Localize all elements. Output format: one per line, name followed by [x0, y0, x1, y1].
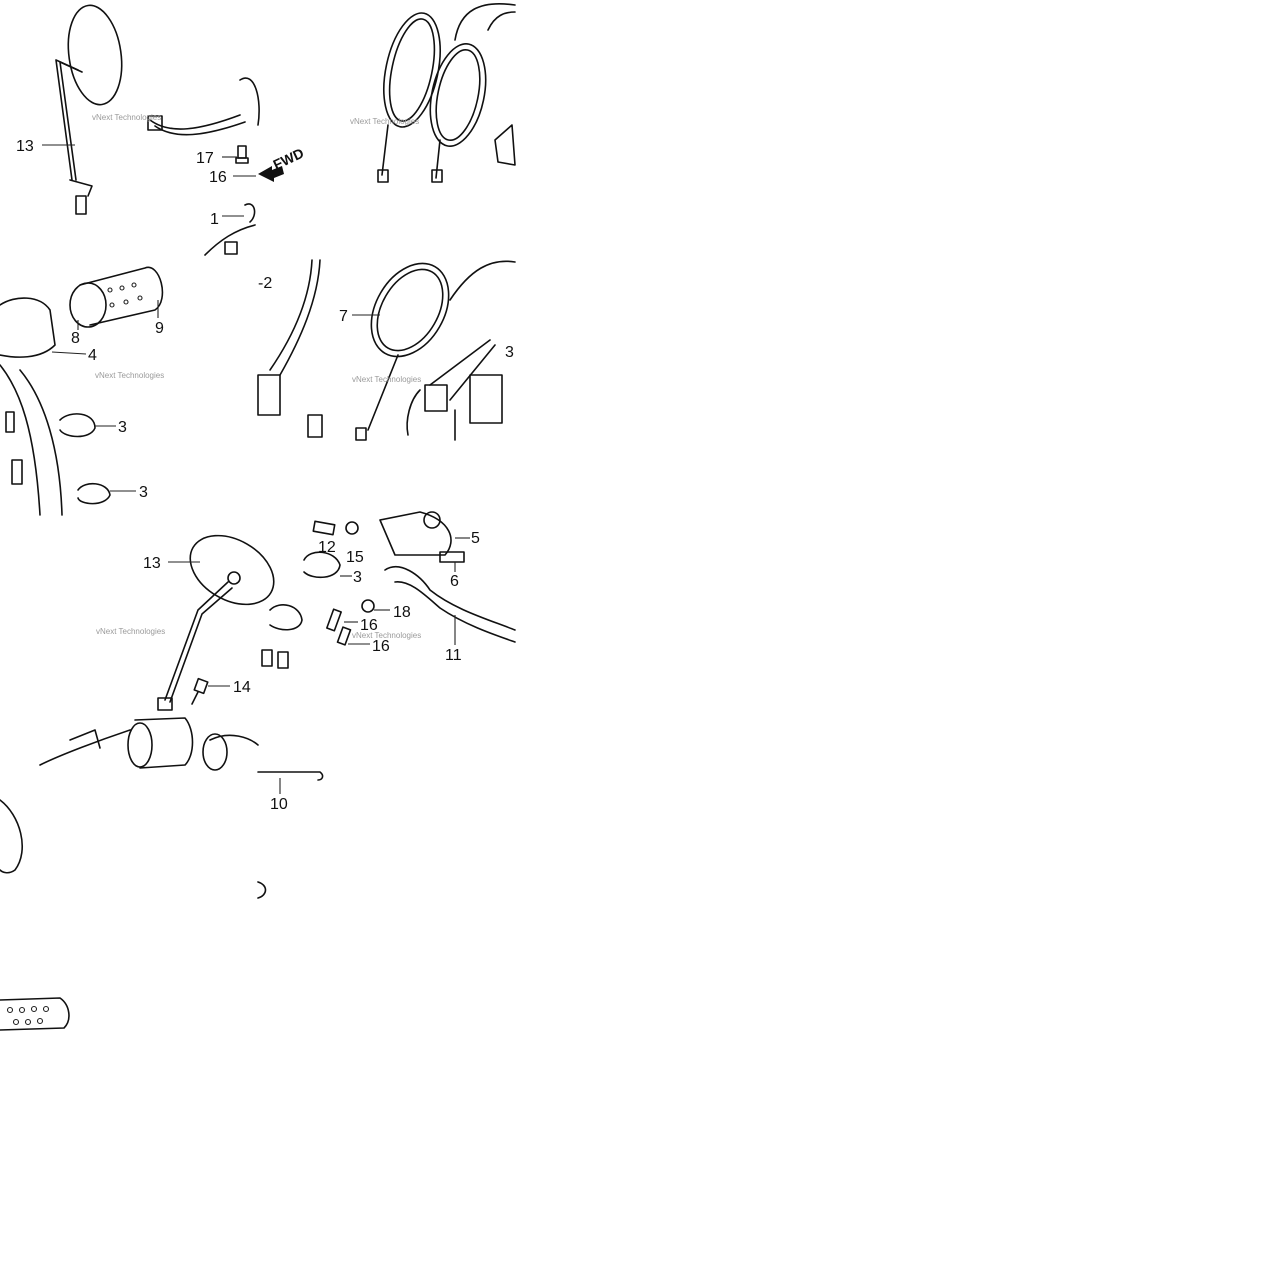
- throttle-grip: [69, 266, 164, 328]
- callout-leaders-tile3: [51, 300, 159, 492]
- callout-3: 3: [353, 569, 362, 586]
- watermark: vNext Technologies: [352, 375, 421, 384]
- callout-6: 6: [450, 573, 459, 590]
- callout-13: 13: [143, 555, 161, 572]
- bolt-14: [191, 677, 230, 705]
- callout-14: 14: [233, 679, 251, 696]
- callout-10: 10: [270, 796, 288, 813]
- mirror-assembly-left: [55, 4, 123, 215]
- screw-17: [235, 145, 249, 164]
- callout-16: 16: [209, 169, 227, 186]
- callout-17: 17: [196, 150, 214, 167]
- left-switch-and-grip: [39, 717, 259, 771]
- small-parts-12-15-18: [261, 520, 390, 669]
- callout-3: 3: [118, 419, 127, 436]
- callout-1: 1: [210, 211, 219, 228]
- callout-leaders-tile1: [42, 144, 256, 217]
- hook-fragment: [257, 881, 267, 899]
- callout-18: 18: [393, 604, 411, 621]
- clamps-3: [5, 411, 111, 505]
- watermark: vNext Technologies: [352, 631, 421, 640]
- watermark: vNext Technologies: [350, 117, 419, 126]
- callout-2: -2: [258, 275, 272, 292]
- grip-10: [257, 771, 324, 794]
- callout-16: 16: [372, 638, 390, 655]
- callout-11: 11: [445, 647, 462, 664]
- callout-3: 3: [505, 344, 514, 361]
- watermark: vNext Technologies: [95, 371, 164, 380]
- lever-assembly: [379, 511, 516, 645]
- fwd-arrow: [258, 166, 284, 182]
- callout-12: 12: [318, 539, 336, 556]
- callout-3: 3: [139, 484, 148, 501]
- callout-16: 16: [360, 617, 378, 634]
- wiring-harness: [257, 259, 503, 441]
- watermark: vNext Technologies: [92, 113, 161, 122]
- callout-15: 15: [346, 549, 364, 566]
- callout-8: 8: [71, 330, 80, 347]
- fwd-label: FWD: [271, 145, 307, 173]
- callout-13: 13: [16, 138, 34, 155]
- callout-4: 4: [88, 347, 97, 364]
- grip-fragment: [0, 997, 70, 1031]
- clamp-1: [204, 203, 256, 256]
- watermark: vNext Technologies: [96, 627, 165, 636]
- switch-housing-right: [0, 297, 63, 516]
- cable-pair-top: [377, 3, 516, 183]
- mirror-assembly-right: [157, 534, 275, 711]
- cable-7: [352, 260, 516, 441]
- callout-5: 5: [471, 530, 480, 547]
- callout-7: 7: [339, 308, 348, 325]
- mirror-fragment: [0, 799, 23, 874]
- callout-9: 9: [155, 320, 164, 337]
- switch-housing-top: [147, 77, 260, 136]
